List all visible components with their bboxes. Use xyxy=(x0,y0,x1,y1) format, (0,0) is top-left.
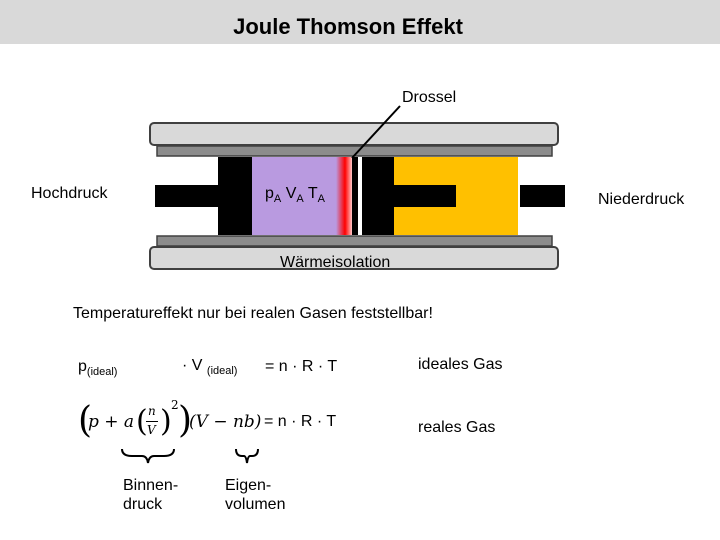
real-gas-label: reales Gas xyxy=(418,419,496,436)
high-pressure-gas xyxy=(252,157,338,235)
ideal-gas-label: ideales Gas xyxy=(418,356,503,373)
left-piston xyxy=(218,157,252,235)
eigenvolumen-label: Eigen-volumen xyxy=(225,477,286,513)
ideal-rhs: = n · R · T xyxy=(265,358,338,375)
vdw-frac-close: ) xyxy=(160,404,172,439)
waermeisolation-label: Wärmeisolation xyxy=(280,254,391,271)
vdw-exponent: 2 xyxy=(171,398,179,412)
vdw-close-paren: ) xyxy=(178,400,193,441)
vdw-frac-den: V xyxy=(147,423,156,437)
throttle-gradient xyxy=(336,157,354,235)
hochdruck-label: Hochdruck xyxy=(31,185,108,202)
gas-state-label: pA VA TA xyxy=(265,185,325,205)
right-piston-rod-outer xyxy=(520,185,565,207)
eigenvolumen-brace xyxy=(235,448,259,464)
title-bar xyxy=(0,0,720,44)
left-piston-rod xyxy=(155,185,220,207)
real-rhs: = n · R · T xyxy=(264,413,337,430)
binnendruck-label: Binnen-druck xyxy=(123,477,179,513)
vdw-volume-term: (V − nb) xyxy=(189,412,262,432)
vdw-frac-open: ( xyxy=(136,404,148,439)
vdw-frac-bar xyxy=(146,421,158,422)
niederdruck-label: Niederdruck xyxy=(598,191,685,208)
drossel-pointer xyxy=(351,105,401,159)
vdw-open-paren: ( xyxy=(78,400,93,441)
ideal-volume: · V (ideal) xyxy=(182,357,238,377)
bottom-insulation-wall xyxy=(149,246,559,270)
top-insulation-wall xyxy=(149,122,559,146)
throttle-plug-left xyxy=(352,157,358,235)
page-title: Joule Thomson Effekt xyxy=(233,14,463,39)
statement-text: Temperatureffekt nur bei realen Gasen fe… xyxy=(73,305,433,322)
binnendruck-brace xyxy=(121,448,175,464)
ideal-pressure: p(ideal) xyxy=(78,358,118,378)
vdw-pressure-term: p + a xyxy=(88,412,135,432)
drossel-label: Drossel xyxy=(402,89,457,106)
vdw-frac-num: n xyxy=(148,404,156,418)
right-piston-rod-inner xyxy=(394,185,456,207)
throttle-plug-right xyxy=(362,157,394,235)
